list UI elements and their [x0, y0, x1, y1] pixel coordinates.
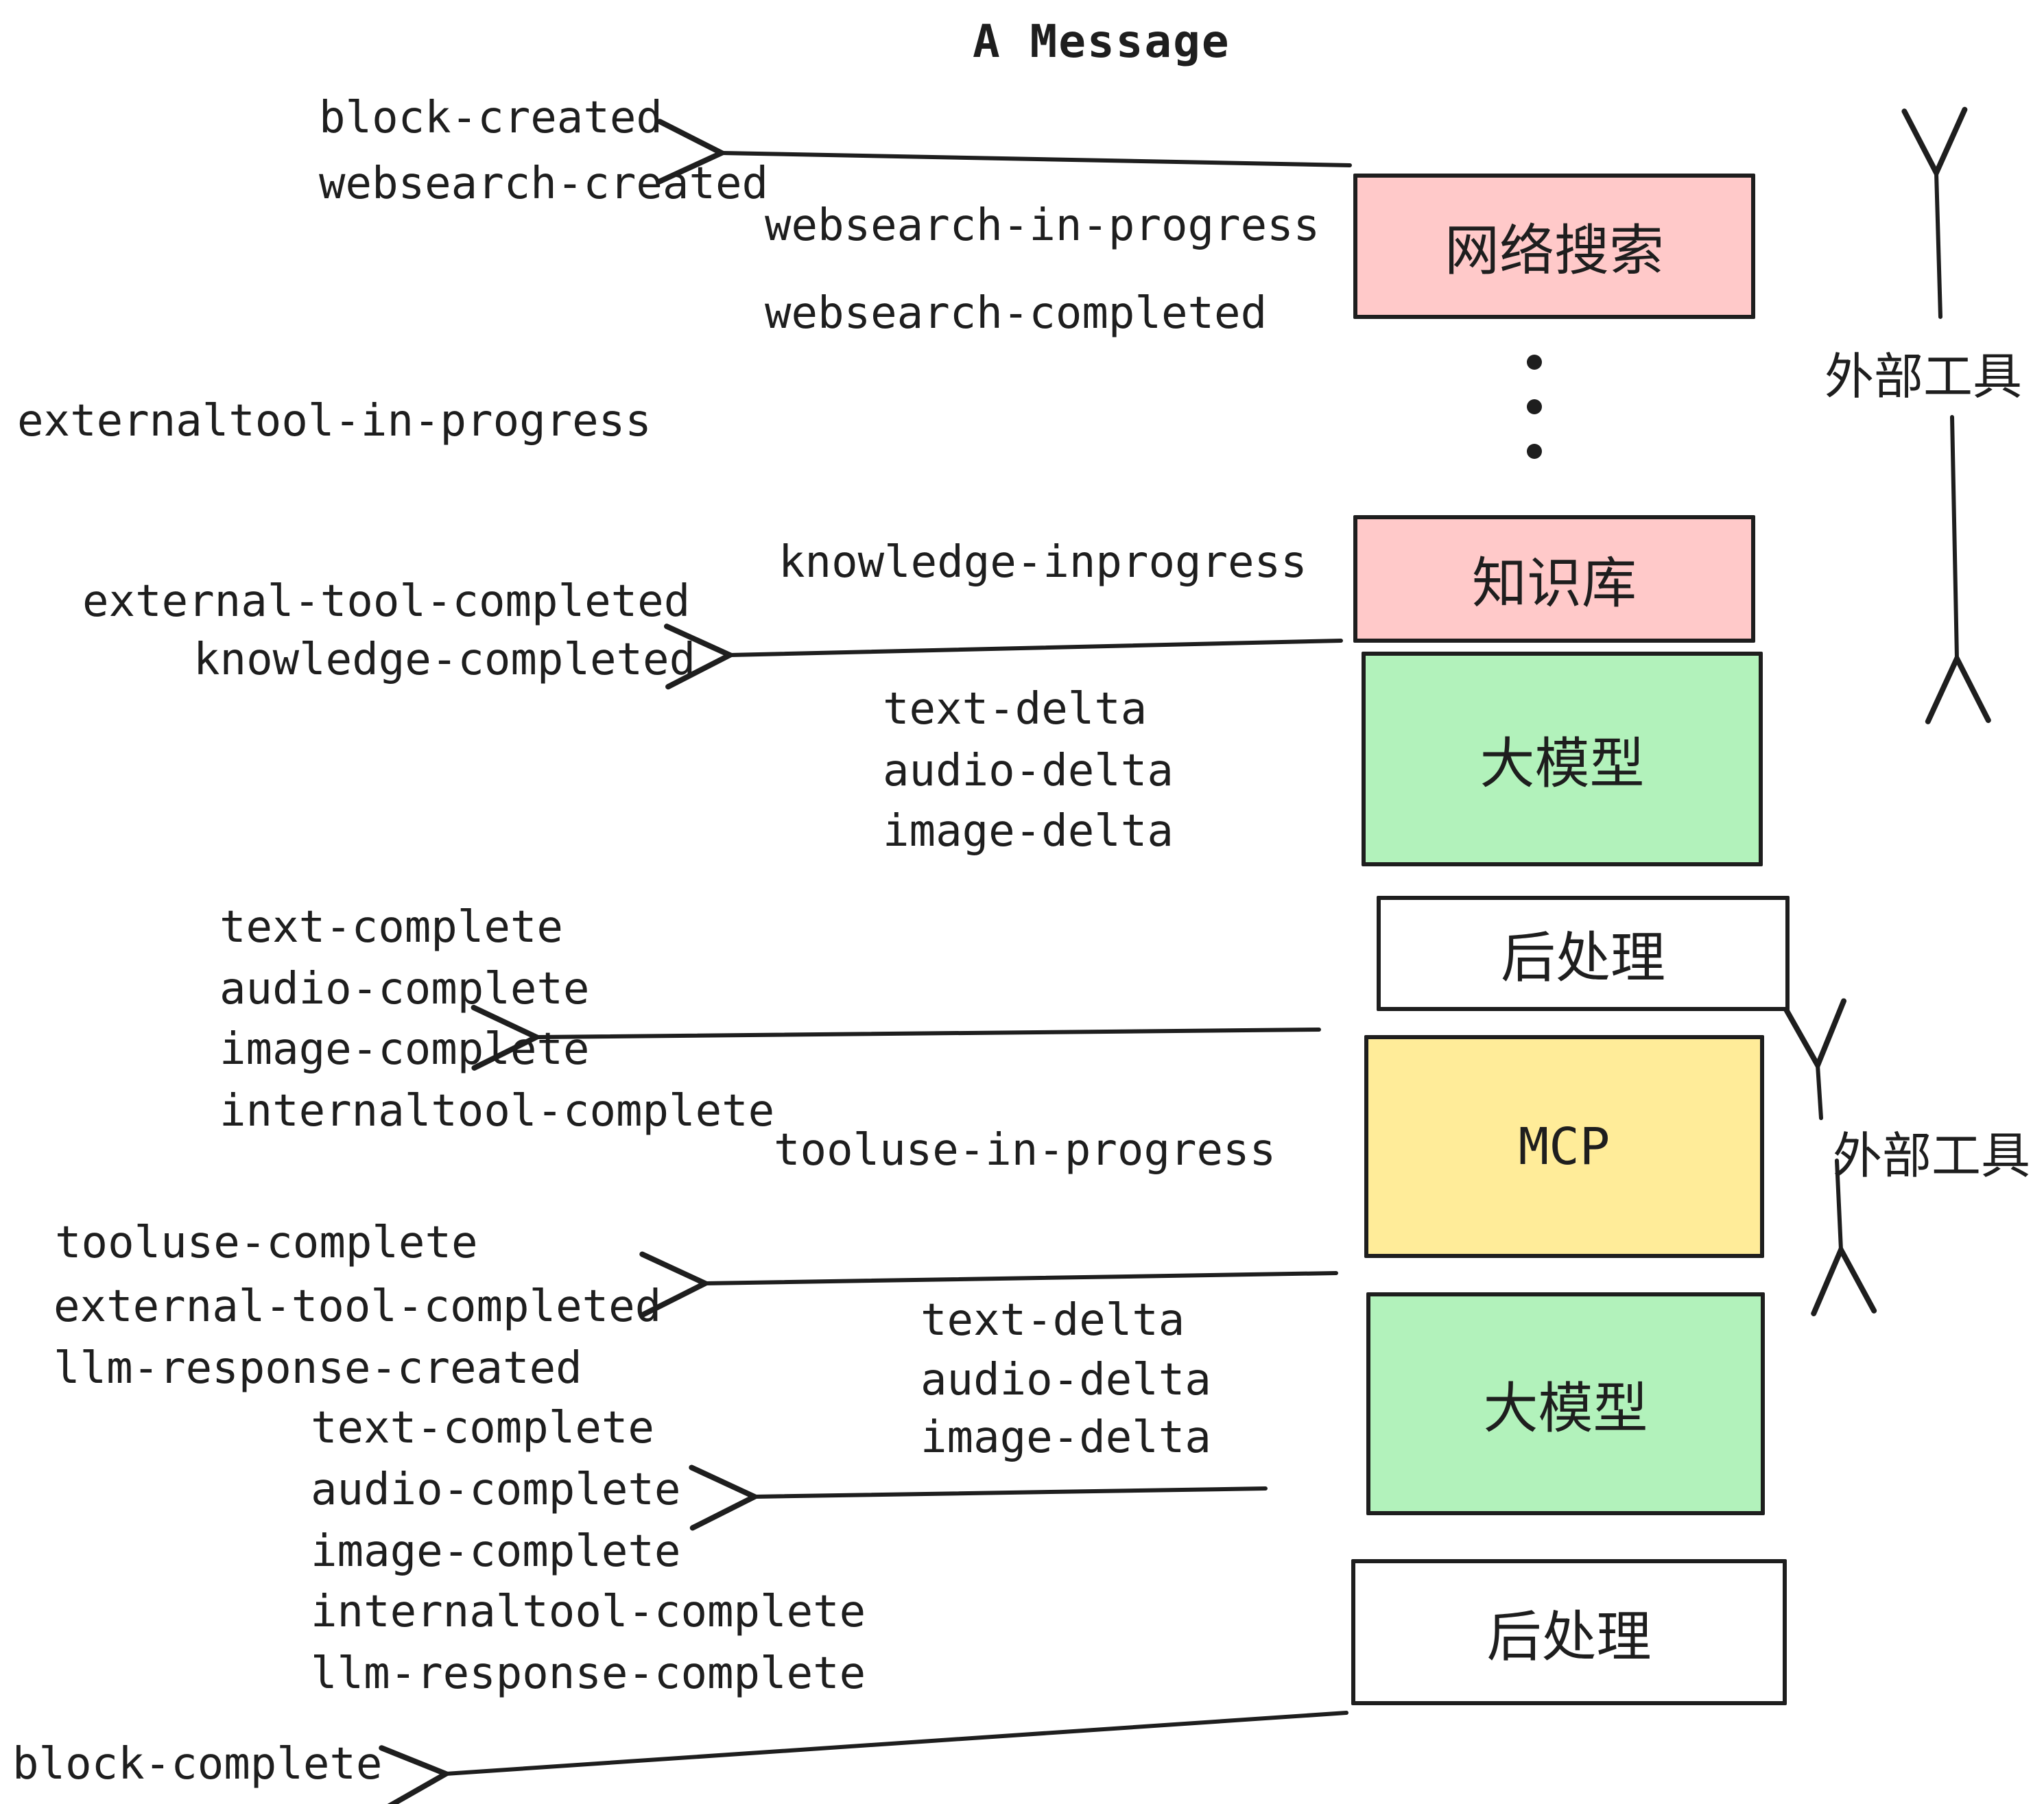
arrow-to-audio-complete [689, 1464, 1268, 1531]
diagram-title: A Message [973, 15, 1231, 68]
arrow-websearch-to-block-created [656, 119, 1352, 185]
box-llm-2: 大模型 [1366, 1292, 1765, 1515]
event-externaltool-in-progress: externaltool-in-progress [17, 396, 652, 447]
event-tooluse-in-progress: tooluse-in-progress [774, 1125, 1276, 1176]
arrow-to-tooluse-complete [639, 1251, 1338, 1318]
event-llm-response-complete: llm-response-complete [311, 1648, 866, 1699]
event-text-delta-2: text-delta [920, 1295, 1185, 1346]
event-websearch-in-progress: websearch-in-progress [765, 200, 1320, 251]
arrow-to-block-complete [379, 1711, 1348, 1804]
event-internaltool-complete-2: internaltool-complete [311, 1587, 866, 1637]
event-llm-response-created: llm-response-created [54, 1343, 582, 1394]
event-text-delta-1: text-delta [883, 684, 1148, 735]
event-knowledge-completed: knowledge-completed [193, 634, 696, 685]
event-text-complete-1: text-complete [219, 902, 563, 953]
event-text-complete-2: text-complete [311, 1403, 654, 1453]
side-label-external-tools-mid: 外部工具 [1833, 1127, 2031, 1185]
event-image-delta-1: image-delta [883, 806, 1174, 857]
box-mcp: MCP [1364, 1035, 1764, 1258]
ellipsis-dot [1527, 355, 1542, 370]
ellipsis-dot [1527, 444, 1542, 459]
external-tools-mid-up-arrow [1781, 998, 1847, 1120]
event-audio-delta-2: audio-delta [920, 1355, 1211, 1405]
external-tools-top-up-arrow [1901, 106, 1968, 319]
event-knowledge-inprogress: knowledge-inprogress [779, 537, 1307, 588]
box-llm-1: 大模型 [1362, 652, 1763, 866]
event-audio-complete-1: audio-complete [219, 964, 590, 1014]
event-image-complete-2: image-complete [311, 1526, 681, 1577]
arrow-to-knowledge-completed [663, 624, 1343, 690]
event-audio-delta-1: audio-delta [883, 746, 1174, 796]
box-websearch: 网络搜索 [1353, 174, 1755, 319]
event-external-tool-completed-1: external-tool-completed [82, 576, 691, 627]
event-internaltool-complete-1: internaltool-complete [219, 1086, 775, 1137]
event-image-delta-2: image-delta [920, 1412, 1211, 1463]
box-knowledge: 知识库 [1353, 515, 1755, 643]
event-websearch-created: websearch-created [319, 158, 769, 209]
event-websearch-completed: websearch-completed [765, 288, 1268, 339]
arrow-to-image-complete [471, 1004, 1321, 1071]
event-external-tool-completed-2: external-tool-completed [54, 1281, 662, 1332]
event-block-complete: block-complete [12, 1739, 383, 1790]
box-postprocess-2: 后处理 [1351, 1559, 1787, 1705]
side-label-external-tools-top: 外部工具 [1825, 348, 2023, 405]
ellipsis-dot [1527, 399, 1542, 414]
event-tooluse-complete: tooluse-complete [55, 1218, 478, 1268]
external-tools-top-down-arrow [1925, 415, 1991, 724]
box-postprocess-1: 后处理 [1377, 896, 1790, 1011]
event-image-complete-1: image-complete [219, 1024, 590, 1075]
event-block-created: block-created [319, 93, 663, 143]
event-audio-complete-2: audio-complete [311, 1464, 681, 1515]
